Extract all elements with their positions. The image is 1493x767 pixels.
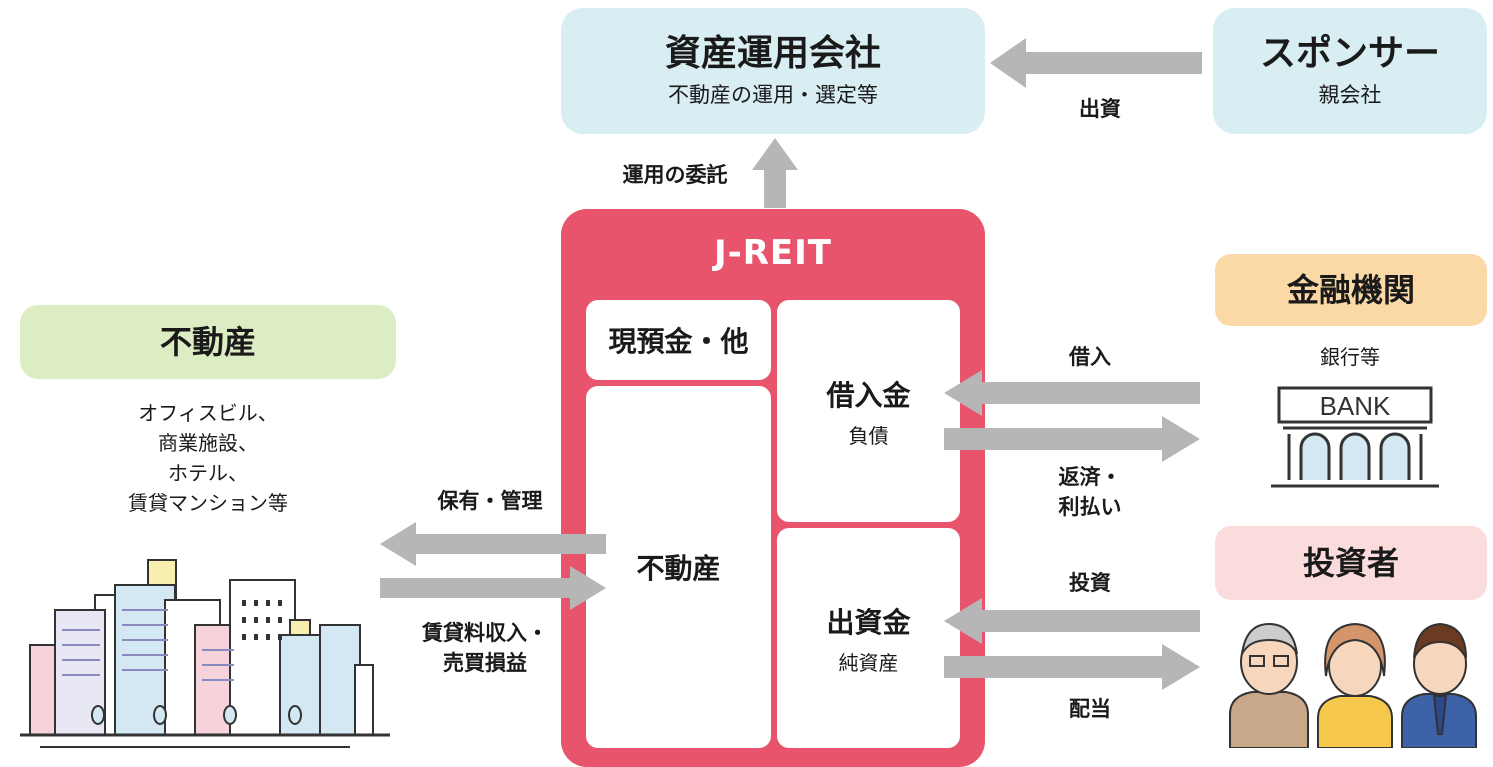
real-estate-box: 不動産 bbox=[20, 305, 396, 379]
investor-box: 投資者 bbox=[1215, 526, 1487, 600]
cash-label: 現預金・他 bbox=[608, 325, 749, 358]
city-buildings-icon bbox=[20, 559, 390, 748]
repay-line: 返済・ bbox=[1058, 465, 1122, 489]
entrust-label: 運用の委託 bbox=[622, 163, 728, 187]
asset-manager-title: 資産運用会社 bbox=[664, 33, 881, 75]
invest-label: 投資 bbox=[1069, 571, 1111, 595]
sponsor-investment-label: 出資 bbox=[1079, 97, 1121, 121]
asset-manager-subtitle: 不動産の運用・選定等 bbox=[668, 82, 878, 107]
dividend-label: 配当 bbox=[1069, 697, 1111, 721]
rental-income-label: 賃貸料収入・ 売買損益 bbox=[400, 618, 570, 679]
loan-cell: 借入金 負債 bbox=[777, 300, 960, 522]
equity-title: 出資金 bbox=[826, 605, 911, 639]
bank-title: 金融機関 bbox=[1286, 270, 1415, 309]
entrust-arrow bbox=[752, 138, 798, 208]
sponsor-title: スポンサー bbox=[1259, 33, 1440, 75]
rental-income-line: 売買損益 bbox=[443, 651, 527, 676]
rental-income-arrow bbox=[380, 566, 606, 610]
bank-sign-text: BANK bbox=[1320, 391, 1391, 421]
equity-subtitle: 純資産 bbox=[838, 650, 899, 675]
real-estate-desc-line: 商業施設、 bbox=[158, 431, 258, 455]
repay-label: 返済・ 利払い bbox=[1030, 462, 1150, 523]
dividend-arrow bbox=[944, 644, 1200, 690]
sponsor-subtitle: 親会社 bbox=[1318, 82, 1382, 107]
loan-subtitle: 負債 bbox=[848, 423, 889, 448]
borrow-label: 借入 bbox=[1069, 345, 1111, 369]
asset-manager-box: 資産運用会社 不動産の運用・選定等 bbox=[561, 8, 985, 134]
jreit-realestate-label: 不動産 bbox=[636, 552, 721, 585]
sponsor-box: スポンサー 親会社 bbox=[1213, 8, 1487, 134]
hold-manage-label: 保有・管理 bbox=[437, 489, 543, 513]
hold-manage-arrow bbox=[380, 522, 606, 566]
sponsor-investment-arrow bbox=[990, 38, 1202, 88]
jreit-title: J-REIT bbox=[713, 233, 832, 273]
investors-people-icon bbox=[1229, 622, 1477, 748]
real-estate-desc-line: オフィスビル、 bbox=[138, 401, 278, 425]
rental-income-line: 賃貸料収入・ bbox=[422, 621, 548, 645]
repay-line: 利払い bbox=[1058, 495, 1122, 520]
investor-title: 投資者 bbox=[1302, 543, 1399, 582]
real-estate-desc-line: 賃貸マンション等 bbox=[128, 491, 288, 515]
bank-subtitle: 銀行等 bbox=[1320, 345, 1380, 369]
real-estate-title: 不動産 bbox=[159, 322, 256, 361]
invest-arrow bbox=[944, 598, 1200, 644]
realestate-cell: 不動産 bbox=[586, 386, 771, 748]
repay-arrow bbox=[944, 416, 1200, 462]
equity-cell: 出資金 純資産 bbox=[777, 528, 960, 748]
real-estate-desc-line: ホテル、 bbox=[168, 461, 248, 485]
real-estate-description: オフィスビル、 商業施設、 ホテル、 賃貸マンション等 bbox=[58, 398, 358, 518]
bank-building-icon: BANK bbox=[1271, 386, 1439, 488]
cash-cell: 現預金・他 bbox=[586, 300, 771, 380]
loan-title: 借入金 bbox=[826, 378, 911, 412]
bank-box: 金融機関 bbox=[1215, 254, 1487, 326]
borrow-arrow bbox=[944, 370, 1200, 416]
